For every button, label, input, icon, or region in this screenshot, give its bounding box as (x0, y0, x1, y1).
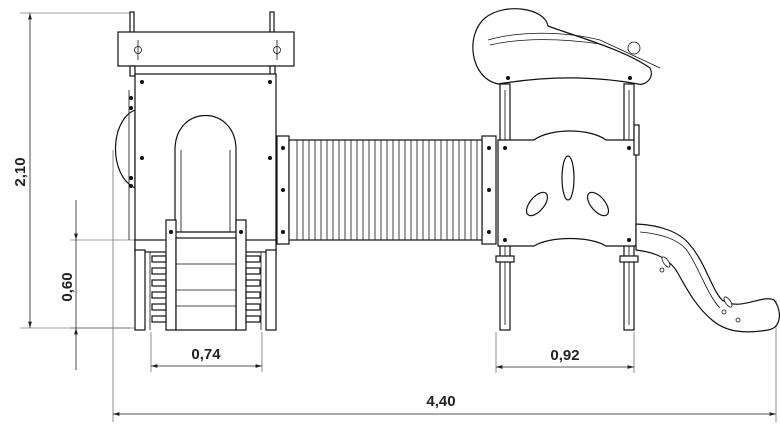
ladder (151, 219, 261, 331)
dimension-platform-height: 0,60 (59, 200, 135, 370)
right-tower (472, 8, 661, 331)
slide-chute (635, 223, 780, 333)
dimension-ladder-width: 0,74 (150, 332, 263, 372)
dimension-total-height: 2,10 (12, 12, 130, 329)
right-tower-roof (472, 8, 652, 85)
total-height-label: 2,10 (12, 157, 29, 186)
ladder-brackets-left (151, 255, 167, 323)
left-roof-beam (117, 31, 295, 67)
platform-height-label: 0,60 (59, 272, 76, 301)
panel-cutout-right (586, 191, 610, 217)
slide (635, 223, 780, 333)
dimension-total-length: 4,40 (112, 150, 777, 422)
dimension-tower-width: 0,92 (495, 332, 635, 373)
panel-cutout-center (561, 155, 575, 201)
panel-cutout-left (525, 191, 549, 217)
total-length-label: 4,40 (426, 393, 455, 410)
tunnel-ribs (296, 140, 478, 240)
ladder-brackets-right (245, 255, 261, 323)
crawl-tunnel (276, 135, 497, 245)
tower-width-label: 0,92 (550, 347, 579, 364)
ladder-width-label: 0,74 (191, 346, 221, 363)
left-tower-arch (174, 115, 237, 233)
